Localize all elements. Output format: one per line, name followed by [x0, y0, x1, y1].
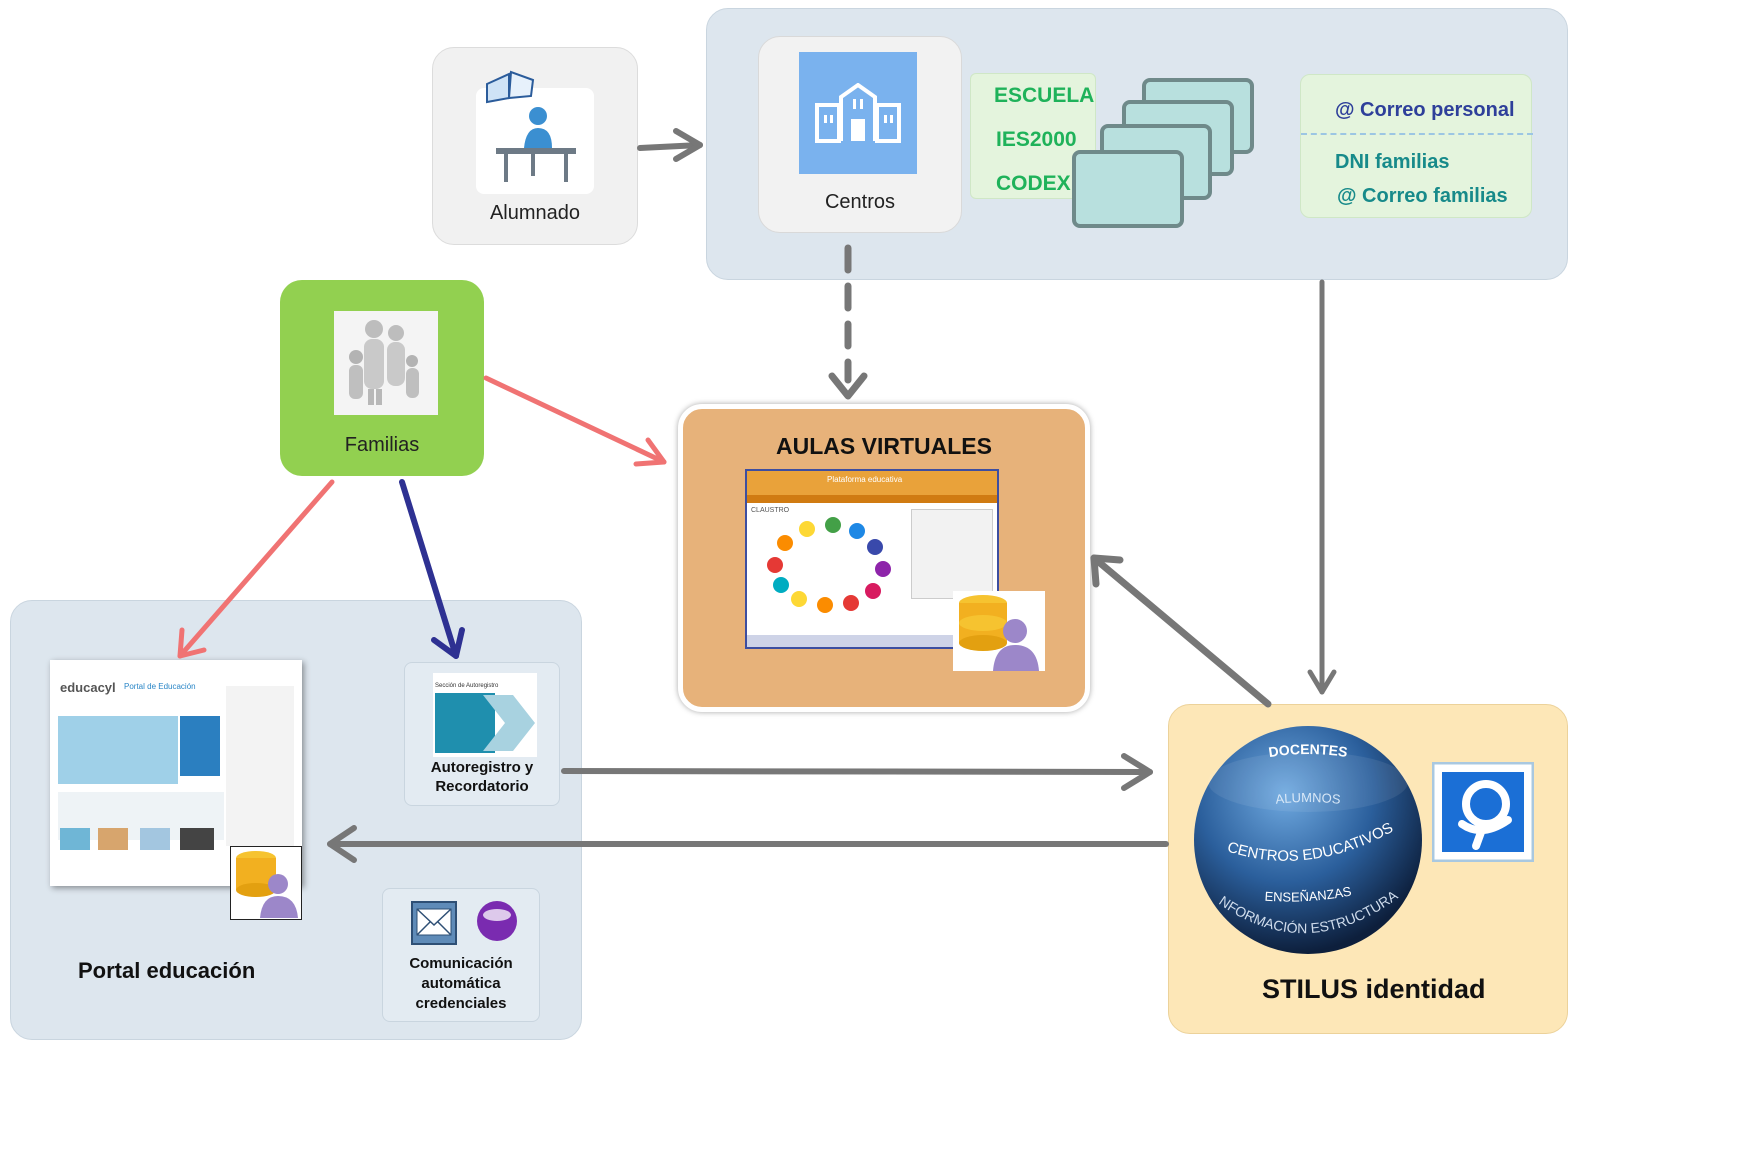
autoregistro-thumb-title: Sección de Autoregistro	[435, 683, 499, 689]
correo-box: @ Correo personal DNI familias @ Correo …	[1300, 74, 1533, 218]
arrow-systems-to-stilus	[1307, 279, 1337, 695]
sphere-docentes: DOCENTES	[1267, 741, 1348, 760]
portal-database-user-icon	[230, 846, 302, 920]
autoregistro-node: Sección de Autoregistro Autoregistro y R…	[404, 662, 560, 806]
comunicacion-line3: credenciales	[415, 995, 507, 1012]
svg-text:DOCENTES: DOCENTES	[1267, 741, 1348, 760]
arrow-familias-to-autoregistro	[399, 479, 465, 659]
orb-icon	[477, 901, 517, 941]
portal-brand: educacyl	[60, 680, 116, 695]
aulas-claustro: CLAUSTRO	[751, 507, 790, 514]
autoregistro-screenshot: Sección de Autoregistro	[433, 673, 537, 757]
correo-familias: @ Correo familias	[1337, 185, 1508, 207]
correo-personal: @ Correo personal	[1335, 99, 1515, 121]
people-circle-icon	[767, 517, 891, 613]
arrow-centros-to-aulas	[828, 244, 868, 400]
family-icon	[334, 311, 438, 415]
comunicacion-node: Comunicación automática credenciales	[382, 888, 540, 1022]
system-escuela: ESCUELA	[994, 84, 1095, 107]
alumnado-node: Alumnado	[432, 47, 638, 245]
comunicacion-line2: automática	[421, 975, 501, 992]
familias-label: Familias	[344, 434, 420, 456]
arrow-stilus-to-portal	[327, 825, 1169, 863]
portal-screenshot: educacyl Portal de Educación	[50, 660, 302, 886]
arrow-stilus-to-aulas	[1090, 554, 1272, 708]
correo-divider	[1301, 133, 1533, 135]
alumnado-label: Alumnado	[489, 202, 581, 224]
aulas-title: AULAS VIRTUALES	[776, 433, 992, 459]
comunicacion-line1: Comunicación	[409, 955, 513, 972]
autoregistro-line1: Autoregistro y	[430, 759, 534, 776]
sphere-alumnos: ALUMNOS	[1275, 790, 1342, 807]
dni-familias: DNI familias	[1335, 151, 1450, 173]
arrow-familias-to-portal	[177, 479, 335, 659]
database-user-icon	[953, 591, 1045, 671]
familias-node: Familias	[280, 280, 484, 476]
arrow-alumnado-to-systems	[637, 128, 703, 162]
student-desk-icon	[476, 88, 594, 194]
portal-subbrand: Portal de Educación	[124, 682, 196, 691]
centros-node: Centros	[758, 36, 962, 233]
stilus-sphere-icon: DOCENTES ALUMNOS CENTROS EDUCATIVOS ENSE…	[1192, 722, 1422, 954]
stilus-label: STILUS identidad	[1262, 974, 1486, 1004]
aulas-header-text: Plataforma educativa	[827, 475, 903, 484]
system-ies2000: IES2000	[996, 128, 1077, 151]
book-icon	[485, 70, 535, 104]
centros-label: Centros	[824, 191, 896, 213]
aulas-node: AULAS VIRTUALES Plataforma educativa CLA…	[678, 404, 1090, 712]
stacked-windows-icon	[1072, 78, 1254, 228]
arrow-familias-to-aulas	[483, 375, 667, 467]
stilus-logo-icon	[1432, 762, 1534, 862]
arrow-autoregistro-to-stilus	[561, 753, 1153, 791]
portal-label: Portal educación	[78, 958, 256, 983]
school-icon	[799, 52, 917, 174]
autoregistro-line2: Recordatorio	[435, 778, 529, 795]
system-codex: CODEX	[996, 172, 1071, 195]
svg-text:ALUMNOS: ALUMNOS	[1275, 790, 1342, 807]
envelope-icon	[411, 901, 457, 945]
